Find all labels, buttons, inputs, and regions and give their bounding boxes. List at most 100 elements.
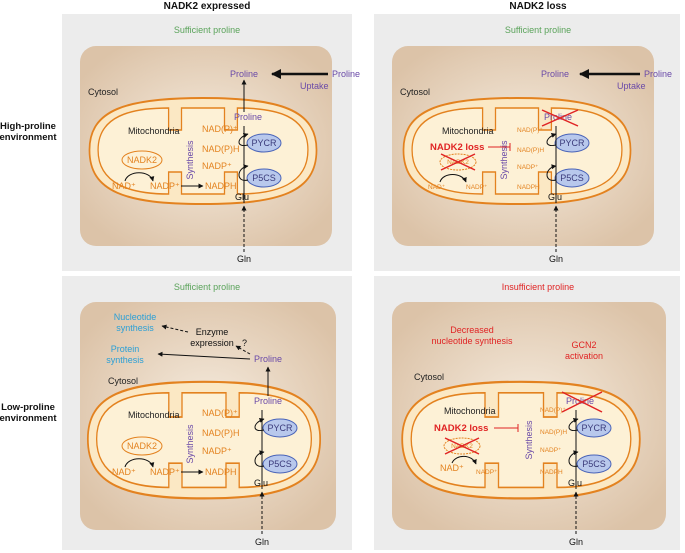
panel-bottom-left: Sufficient proline Nucleotide synthesis …: [62, 276, 352, 550]
proline-to-protein-arrow: [157, 351, 251, 360]
nadp-h-label: NAD(P)H: [517, 147, 544, 154]
synthesis-label: Synthesis: [185, 424, 195, 464]
nadph-label: NADPH: [517, 184, 540, 191]
mitochondrion: [86, 380, 322, 500]
glu-label: Glu: [235, 192, 249, 202]
proline-mito-label: Proline: [234, 112, 262, 122]
nad-plus-label: NAD⁺: [428, 184, 446, 191]
row-label-high-proline-2: environment: [0, 132, 57, 143]
synthesis-label: Synthesis: [499, 140, 509, 180]
status-label: Insufficient proline: [502, 282, 574, 292]
glu-label: Glu: [548, 192, 562, 202]
nad-plus-label: NAD⁺: [112, 467, 136, 477]
uptake-label: Uptake: [300, 81, 329, 91]
panel-top-left: Sufficient proline Cytosol Mitochondria …: [62, 14, 360, 271]
nucleotide-synthesis-line1: Nucleotide: [114, 312, 157, 322]
panel-bottom-right: Insufficient proline Decreased nucleotid…: [374, 276, 680, 550]
proline-cytosol-label: Proline: [541, 69, 569, 79]
nadph-label: NADPH: [205, 467, 237, 477]
nucleotide-synthesis-line2: synthesis: [116, 323, 154, 333]
glu-label: Glu: [254, 478, 268, 488]
nadp-plus-label: NADP⁺: [540, 447, 562, 454]
nadp-plus-left-label: NADP⁺: [476, 469, 498, 476]
synthesis-label: Synthesis: [185, 140, 195, 180]
pycr-label: PYCR: [581, 423, 607, 433]
pycr-enzyme: [554, 133, 590, 153]
panel-top-right: Sufficient proline Cytosol Mitochondria …: [374, 14, 680, 271]
pycr-enzyme: [262, 418, 298, 438]
nadk2-cross-2: [440, 153, 476, 171]
pycr-enzyme: [576, 418, 612, 438]
cytosol-label: Cytosol: [400, 87, 430, 97]
nadp-plus-label: NADP⁺: [517, 164, 539, 171]
p5cs-label: P5CS: [252, 173, 276, 183]
pycr-enzyme: [246, 133, 282, 153]
proline-mito-label: Proline: [254, 396, 282, 406]
proline-to-enzyme-arrow: [235, 345, 251, 355]
protein-synthesis-line1: Protein: [111, 344, 140, 354]
mitochondria-label: Mitochondria: [444, 406, 496, 416]
header-nadk2-expressed: NADK2 expressed: [164, 1, 251, 12]
nadp-h-plus-label: NAD(P)⁺: [202, 408, 238, 418]
row-label-low-proline-2: environment: [0, 413, 57, 424]
nad-plus-label: NAD⁺: [440, 463, 464, 473]
gln-label: Gln: [255, 537, 269, 547]
pycr-label: PYCR: [251, 138, 277, 148]
nadp-h-label: NAD(P)H: [540, 429, 567, 436]
nadp-h-plus-label: NAD(P)⁺: [540, 407, 566, 414]
gcn2-line1: GCN2: [571, 340, 596, 350]
p5cs-enzyme: [246, 168, 282, 188]
nadk2-enzyme: [439, 153, 477, 171]
gln-label: Gln: [569, 537, 583, 547]
synthesis-label: Synthesis: [524, 420, 534, 460]
nadk2-loss-label: NADK2 loss: [434, 423, 488, 434]
mitochondria-label: Mitochondria: [128, 126, 180, 136]
nadph-label: NADPH: [540, 469, 563, 476]
glu-label: Glu: [568, 478, 582, 488]
decreased-line1: Decreased: [450, 325, 494, 335]
mitochondrion: [401, 380, 641, 500]
proline-cross-2: [541, 109, 579, 127]
protein-synthesis-line2: synthesis: [106, 355, 144, 365]
nadk2-cross-2: [444, 437, 480, 455]
nadp-plus-label: NADP⁺: [202, 446, 232, 456]
p5cs-label: P5CS: [560, 173, 584, 183]
enzyme-expression-line2: expression: [190, 338, 234, 348]
p5cs-label: P5CS: [582, 459, 606, 469]
nadph-label: NADPH: [205, 181, 237, 191]
enzyme-expression-line1: Enzyme: [196, 327, 229, 337]
nadk2-loss-label: NADK2 loss: [430, 142, 484, 153]
cytosol-label: Cytosol: [108, 376, 138, 386]
proline-cross-2: [561, 391, 603, 413]
nadk2-label: NADK2: [127, 155, 157, 165]
nadp-plus-label: NADP⁺: [202, 161, 232, 171]
enzyme-to-nucleotide-arrow: [161, 324, 189, 333]
decreased-line2: nucleotide synthesis: [431, 336, 513, 346]
nad-plus-label: NAD⁺: [112, 181, 136, 191]
gln-label: Gln: [549, 254, 563, 264]
row-label-low-proline-1: Low-proline: [1, 402, 55, 413]
nadp-plus-left-label: NADP⁺: [466, 184, 488, 191]
row-label-high-proline-1: High-proline: [0, 121, 56, 132]
proline-external-label: Proline: [332, 69, 360, 79]
status-label: Sufficient proline: [174, 282, 240, 292]
nadp-h-label: NAD(P)H: [202, 144, 240, 154]
proline-external-label: Proline: [644, 69, 672, 79]
nadp-h-plus-label: NAD(P)⁺: [202, 124, 238, 134]
status-label: Sufficient proline: [505, 25, 571, 35]
p5cs-enzyme: [262, 454, 298, 474]
mitochondria-label: Mitochondria: [128, 410, 180, 420]
header-nadk2-loss: NADK2 loss: [509, 1, 567, 12]
gln-label: Gln: [237, 254, 251, 264]
question-mark: ?: [242, 338, 247, 348]
nadp-h-label: NAD(P)H: [202, 428, 240, 438]
mitochondria-label: Mitochondria: [442, 126, 494, 136]
nadk2-label: NADK2: [127, 441, 157, 451]
cytosol-label: Cytosol: [88, 87, 118, 97]
nadk2-enzyme: [443, 437, 481, 455]
proline-cytosol-label: Proline: [230, 69, 258, 79]
nadk2-enzyme: [121, 436, 163, 456]
nadp-plus-left-label: NADP⁺: [150, 467, 180, 477]
p5cs-enzyme: [576, 454, 612, 474]
